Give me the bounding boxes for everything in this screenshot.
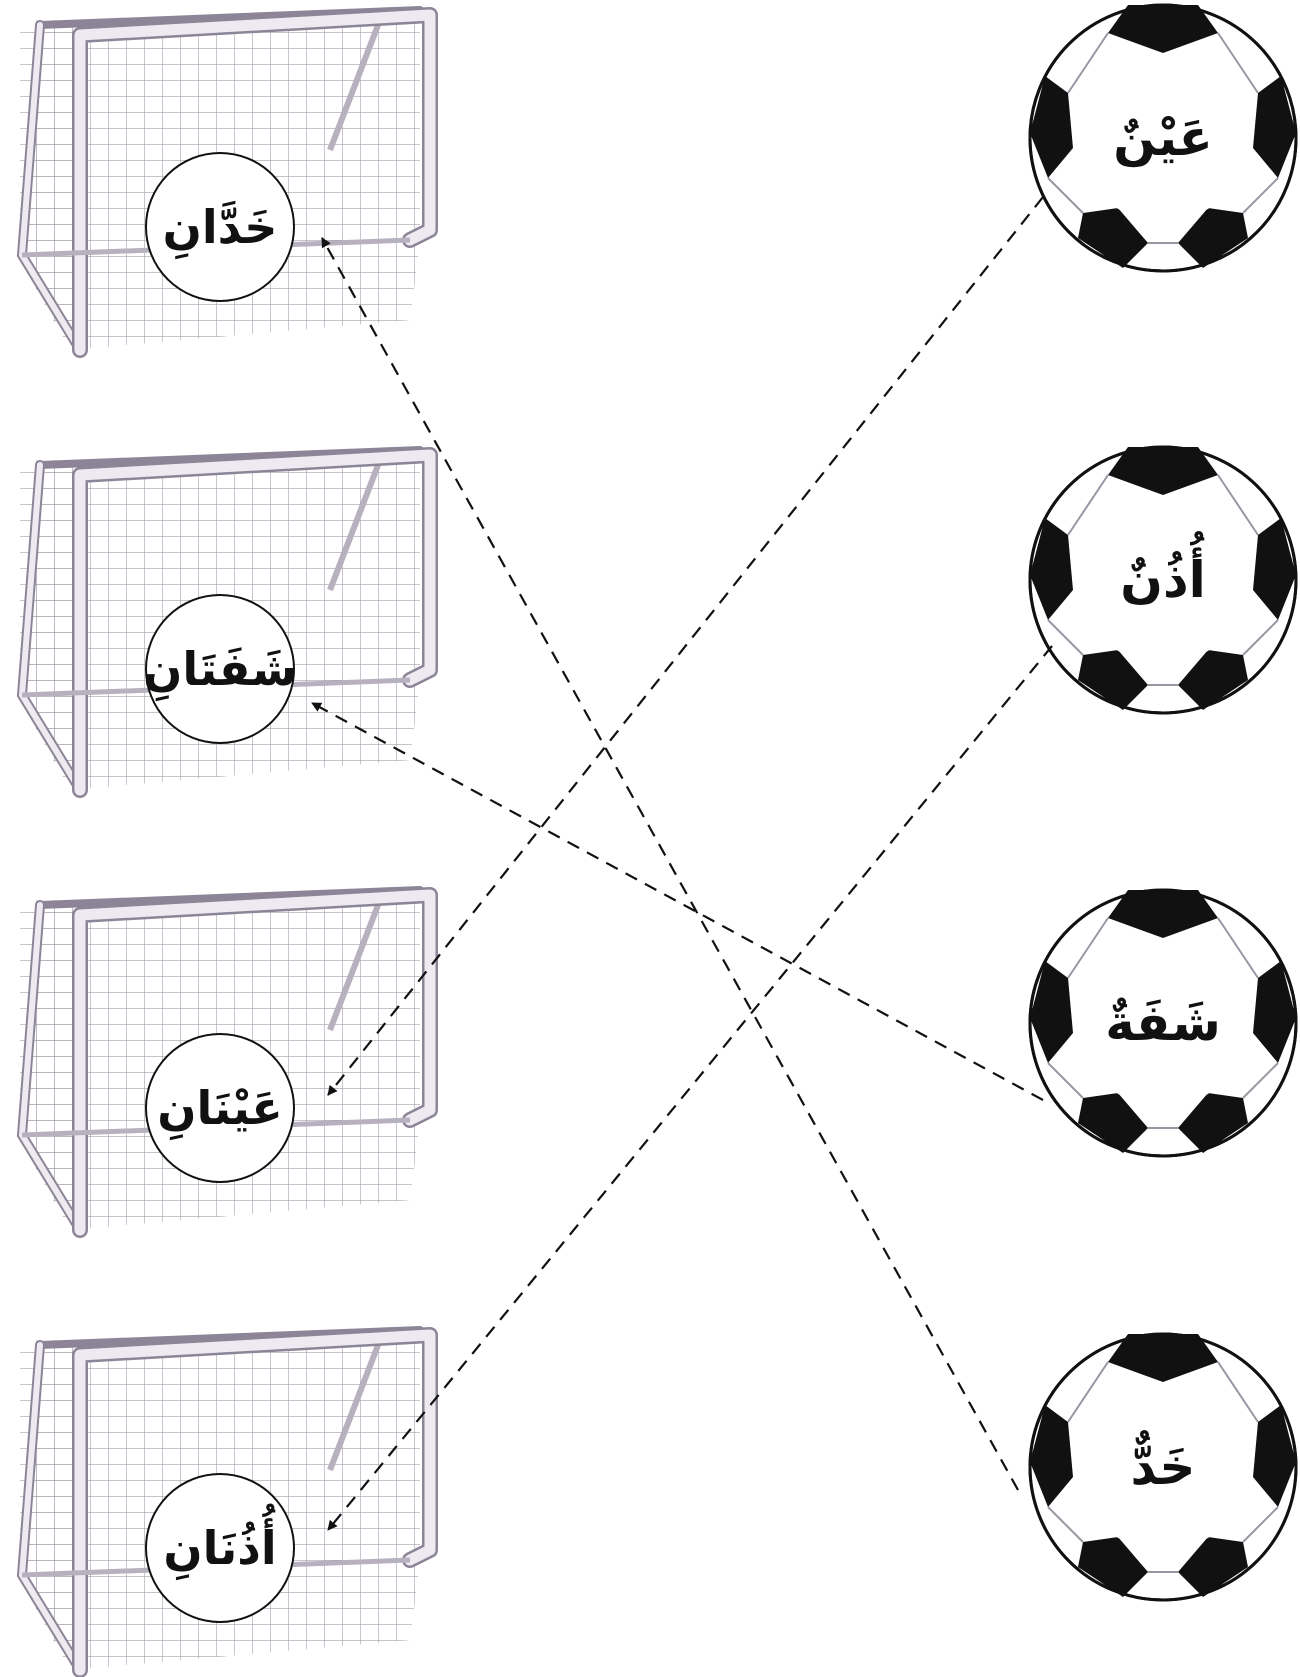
goal-word-4[interactable]: أُذُنَانِ xyxy=(145,1473,295,1623)
match-line-shafa[interactable] xyxy=(311,702,1044,1101)
match-line-khadd[interactable] xyxy=(321,237,1019,1491)
goal-word-2[interactable]: شَفَتَانِ xyxy=(143,594,297,744)
ball-word-4[interactable]: خَدٌّ xyxy=(1079,1383,1247,1551)
match-line-ayn[interactable] xyxy=(327,196,1044,1096)
goal-word-3[interactable]: عَيْنَانِ xyxy=(145,1033,295,1183)
goal-word-1[interactable]: خَدَّانِ xyxy=(145,152,295,302)
ball-word-2[interactable]: أُذُنٌ xyxy=(1079,496,1247,664)
ball-word-3[interactable]: شَفَةٌ xyxy=(1079,939,1247,1107)
ball-word-1[interactable]: عَيْنٌ xyxy=(1079,54,1247,222)
match-line-udhun[interactable] xyxy=(327,645,1053,1531)
